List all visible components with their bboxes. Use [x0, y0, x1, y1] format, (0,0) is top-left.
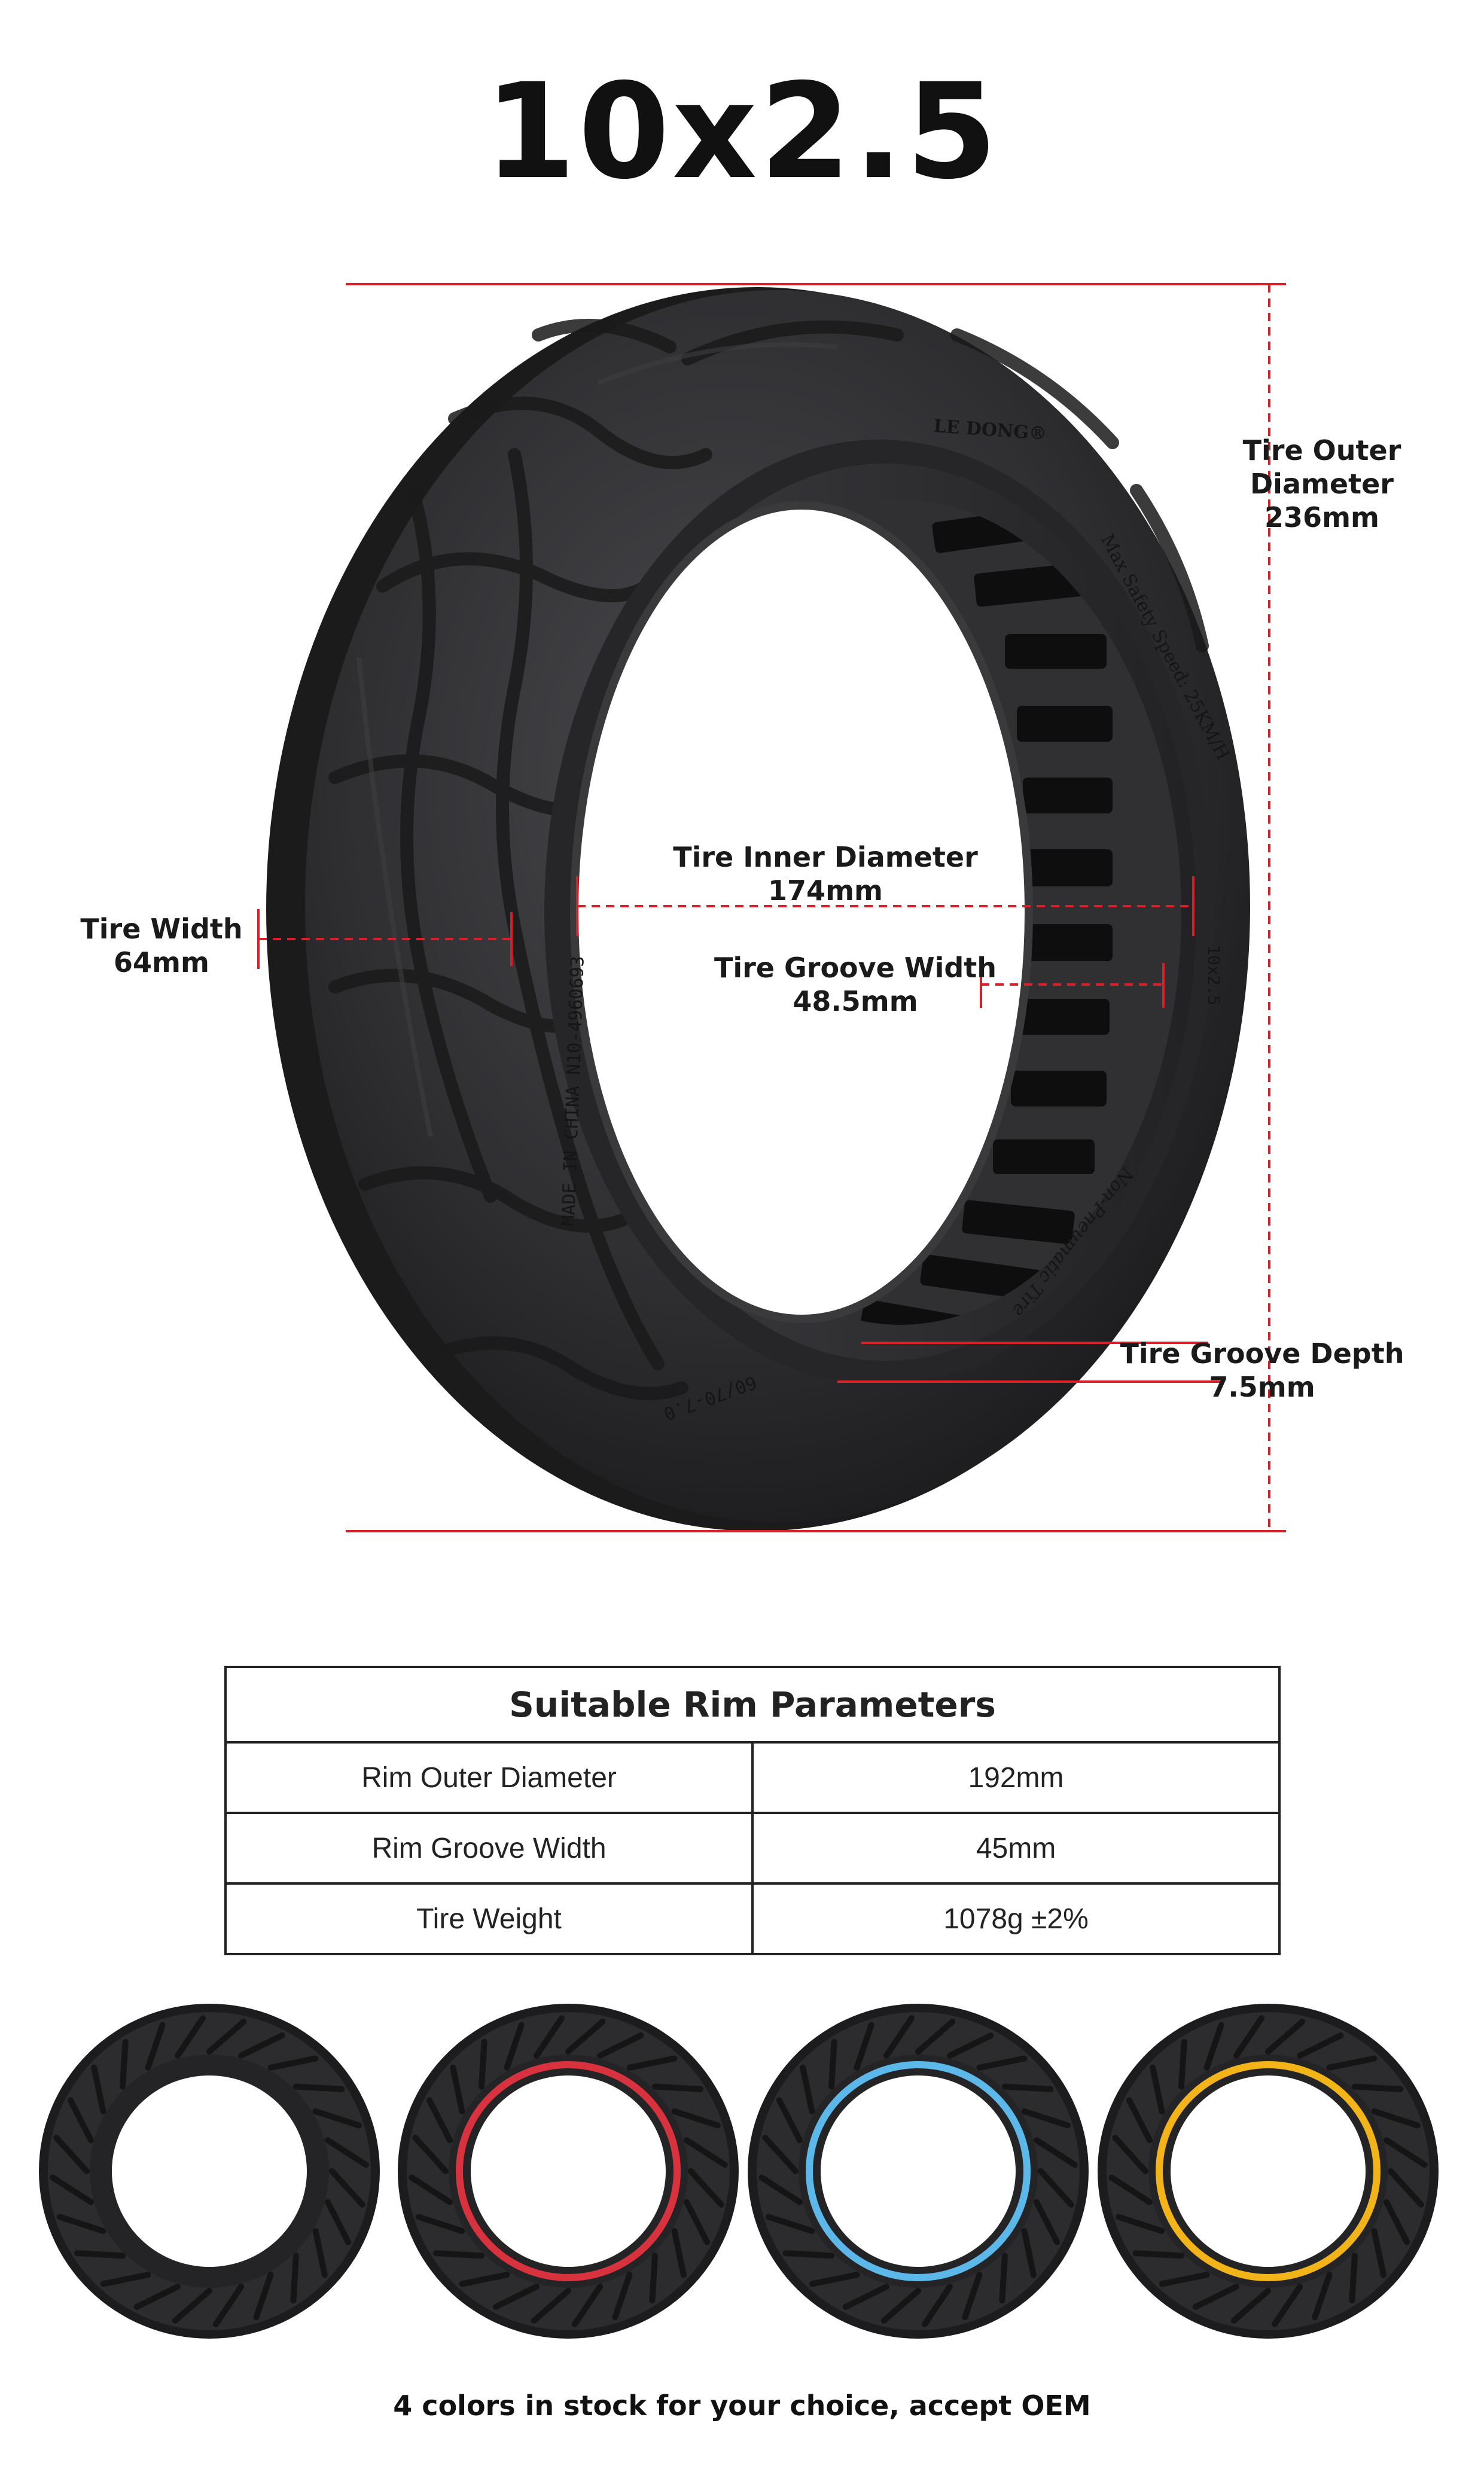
groove-depth-label: Tire Groove Depth 7.5mm [1095, 1337, 1430, 1404]
groove-depth-title: Tire Groove Depth [1120, 1337, 1404, 1370]
table-row: Rim Outer Diameter 192mm [224, 1741, 1281, 1814]
main-tire [266, 287, 1250, 1531]
table-heading: Suitable Rim Parameters [224, 1666, 1281, 1744]
table-row: Rim Groove Width 45mm [224, 1812, 1281, 1885]
outer-diameter-value: 236mm [1264, 501, 1379, 534]
color-variants [39, 2004, 1439, 2339]
sidewall-size-text: 10x2.5 [1204, 945, 1224, 1005]
groove-width-title: Tire Groove Width [714, 952, 997, 984]
footer-note: 4 colors in stock for your choice, accep… [393, 2389, 1091, 2422]
rim-parameters-table: Suitable Rim Parameters Rim Outer Diamet… [224, 1666, 1281, 1955]
param-name: Rim Groove Width [224, 1812, 754, 1885]
param-name: Rim Outer Diameter [224, 1741, 754, 1814]
param-value: 45mm [751, 1812, 1281, 1885]
param-name: Tire Weight [224, 1882, 754, 1955]
tire-variant-red [398, 2004, 739, 2339]
groove-width-label: Tire Groove Width 48.5mm [706, 951, 1005, 1018]
dimension-lines [257, 283, 1286, 1532]
width-label: Tire Width 64mm [60, 912, 263, 979]
tire-variant-black [39, 2004, 380, 2339]
groove-depth-value: 7.5mm [1209, 1371, 1315, 1403]
outer-diameter-title: Tire Outer Diameter [1242, 434, 1401, 500]
width-title: Tire Width [80, 913, 243, 945]
width-value: 64mm [114, 946, 209, 979]
tire-variant-blue [748, 2004, 1089, 2339]
param-value: 1078g ±2% [751, 1882, 1281, 1955]
param-value: 192mm [751, 1741, 1281, 1814]
groove-width-value: 48.5mm [793, 985, 918, 1017]
outer-diameter-label: Tire Outer Diameter 236mm [1166, 434, 1477, 534]
table-row: Tire Weight 1078g ±2% [224, 1882, 1281, 1955]
table-header-row: Suitable Rim Parameters [224, 1666, 1281, 1744]
page-title: 10x2.5 [484, 55, 1000, 208]
inner-diameter-title: Tire Inner Diameter [673, 841, 978, 873]
tire-variant-yellow [1098, 2004, 1439, 2339]
inner-diameter-label: Tire Inner Diameter 174mm [658, 840, 993, 907]
inner-diameter-value: 174mm [768, 874, 883, 907]
tire-diagram: LE DONG® Max Safety Speed: 25KM/H MADE I… [257, 283, 1286, 1532]
